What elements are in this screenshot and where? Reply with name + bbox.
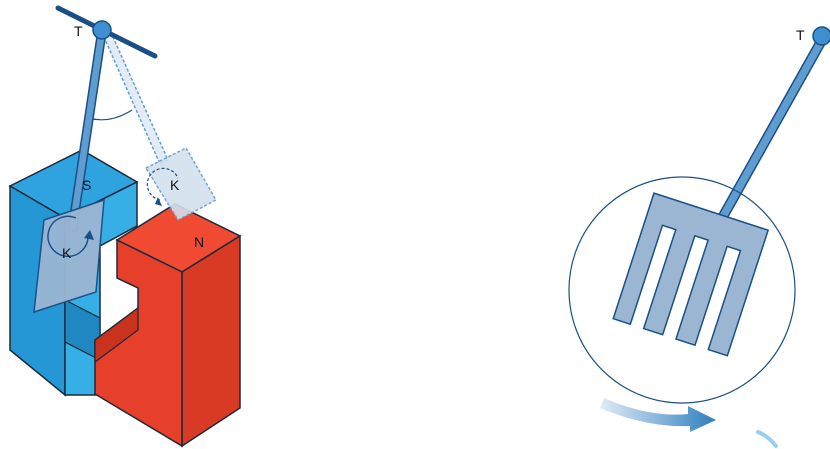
ghost-eddy-arrowhead (155, 197, 162, 206)
pivot-ball (93, 21, 111, 39)
plate-label: K (62, 245, 72, 261)
slotted-pivot-ball (813, 27, 830, 45)
north-block-right (182, 236, 240, 446)
right-figure: T (569, 27, 830, 446)
north-pole-block (95, 204, 240, 446)
motion-arrow (600, 398, 716, 432)
ghost-plate (146, 148, 216, 220)
plate-swung-label: K (170, 177, 180, 193)
pivot-label: T (74, 23, 83, 39)
slotted-pivot-label: T (796, 27, 805, 43)
slotted-pendulum-rod (708, 38, 826, 238)
motion-arrow-body (600, 398, 716, 432)
south-pole-label: S (82, 177, 91, 193)
north-pole-label: N (194, 234, 204, 250)
left-figure: T S N K K (10, 8, 240, 446)
slotted-plate-body (613, 193, 768, 356)
decorative-swash (758, 432, 776, 446)
slotted-plate (613, 193, 768, 356)
